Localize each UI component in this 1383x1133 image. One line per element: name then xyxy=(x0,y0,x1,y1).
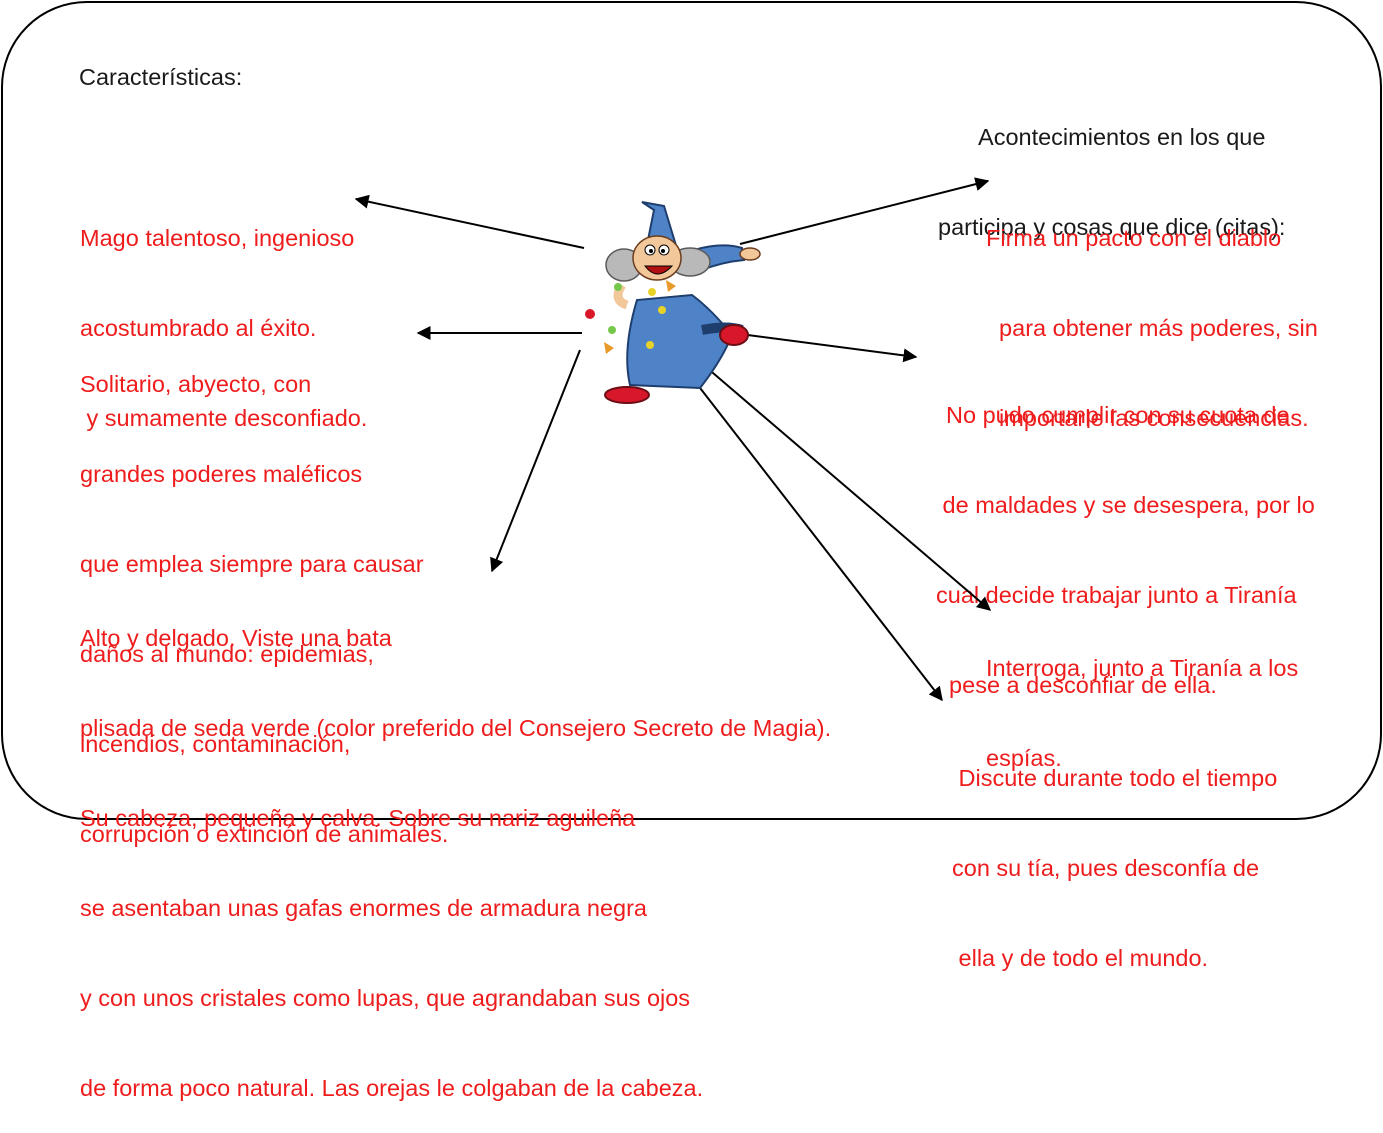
event-line: No pudo cumplir con su cuota de xyxy=(946,402,1290,428)
characteristic-line: se asentaban unas gafas enormes de armad… xyxy=(80,895,647,921)
event-line: espías. xyxy=(986,745,1062,771)
event-line: con su tía, pues desconfía de xyxy=(952,855,1260,881)
event-line: Firma un pacto con el diablo xyxy=(986,225,1282,251)
event-quota: No pudo cumplir con su cuota de de malda… xyxy=(936,340,1315,730)
characteristic-line: que emplea siempre para causar xyxy=(80,551,424,577)
event-line: importarle las consecuencias. xyxy=(986,405,1309,431)
arrow-to-quota xyxy=(739,333,918,363)
characteristic-line: Solitario, abyecto, con xyxy=(80,371,312,397)
event-line: ella y de todo el mundo. xyxy=(952,945,1209,971)
cartoon-wizard-icon xyxy=(585,201,761,404)
characteristic-line: y con unos cristales como lupas, que agr… xyxy=(80,985,691,1011)
event-line: Interroga, junto a Tiranía a los xyxy=(986,655,1299,681)
characteristic-line: de forma poco natural. Las orejas le col… xyxy=(80,1075,704,1101)
diagram-frame xyxy=(1,1,1382,820)
event-line: Discute durante todo el tiempo xyxy=(952,765,1278,791)
characteristic-line: plisada de seda verde (color preferido d… xyxy=(80,715,832,741)
arrow-to-appearance xyxy=(490,349,581,573)
characteristic-line: Alto y delgado. Viste una bata xyxy=(80,625,392,651)
event-interrogation: Interroga, junto a Tiranía a los espías. xyxy=(986,593,1298,803)
characteristic-line: daños al mundo: epidemias, xyxy=(80,641,374,667)
arrow-to-interrogation xyxy=(705,366,992,611)
arrow-to-talent xyxy=(354,194,585,249)
characteristic-line: Mago talentoso, ingenioso xyxy=(80,225,355,251)
event-pact: Firma un pacto con el diablo para obtene… xyxy=(986,163,1318,463)
events-heading: Acontecimientos en los que participa y c… xyxy=(938,62,1285,272)
characteristic-line: incendios, contaminación, xyxy=(80,731,351,757)
characteristic-line: grandes poderes maléficos xyxy=(80,461,363,487)
event-line: pese a desconfiar de ella. xyxy=(936,672,1217,698)
event-line: de maldades y se desespera, por lo xyxy=(936,492,1315,518)
arrow-to-pact xyxy=(739,177,990,245)
events-heading-line: participa y cosas que dice (citas): xyxy=(938,214,1286,240)
event-line: cual decide trabajar junto a Tiranía xyxy=(936,582,1297,608)
arrow-to-argument xyxy=(682,365,943,702)
characteristic-talent: Mago talentoso, ingenioso acostumbrado a… xyxy=(80,163,367,463)
event-line: para obtener más poderes, sin xyxy=(986,315,1318,341)
characteristics-heading: Características: xyxy=(79,64,243,90)
characteristic-line: acostumbrado al éxito. xyxy=(80,315,317,341)
events-heading-line: Acontecimientos en los que xyxy=(978,124,1266,150)
characteristic-line: y sumamente desconfiado. xyxy=(80,405,368,431)
connector-arrows xyxy=(354,177,992,702)
